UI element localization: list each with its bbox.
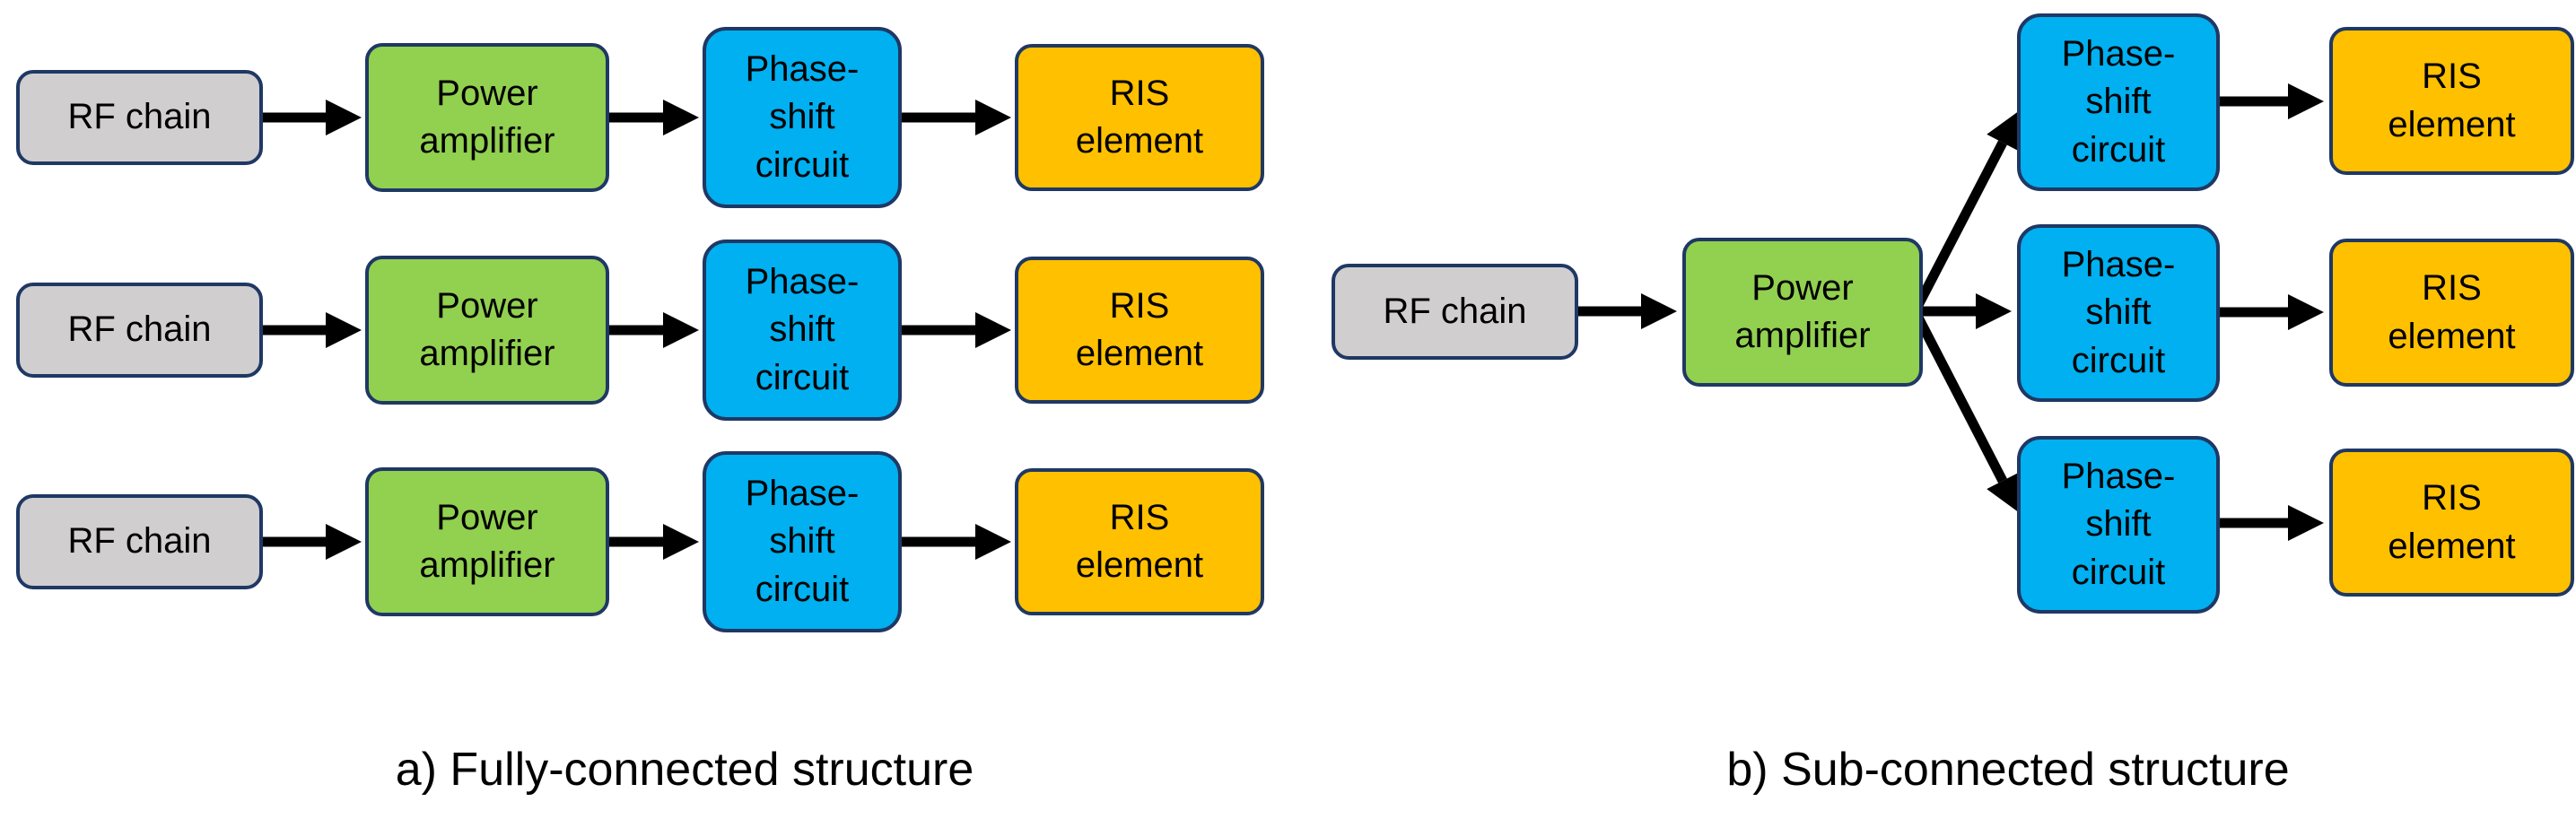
phase-shift-circuit-label: Phase- shift circuit	[745, 474, 860, 609]
ris-element-box: RIS element	[2329, 449, 2574, 597]
power-amplifier-label: Power amplifier	[419, 497, 555, 585]
power-amplifier-label: Power amplifier	[419, 285, 555, 373]
ris-element-box: RIS element	[1015, 257, 1264, 404]
power-amplifier-box: Power amplifier	[365, 256, 609, 405]
rf-chain-label: RF chain	[1383, 291, 1527, 331]
rf-chain-box: RF chain	[16, 494, 263, 589]
phase-shift-circuit-label: Phase- shift circuit	[745, 262, 860, 397]
arrow-pa-to-ps-top	[1913, 110, 2020, 309]
phase-shift-circuit-label: Phase- shift circuit	[745, 49, 860, 185]
phase-shift-circuit-box: Phase- shift circuit	[2017, 224, 2220, 402]
phase-shift-circuit-box: Phase- shift circuit	[2017, 13, 2220, 191]
ris-element-label: RIS element	[2388, 478, 2516, 566]
power-amplifier-label: Power amplifier	[1734, 267, 1871, 355]
ris-element-label: RIS element	[1075, 497, 1204, 585]
phase-shift-circuit-box: Phase- shift circuit	[703, 451, 902, 632]
ris-element-label: RIS element	[1075, 73, 1204, 161]
caption-fully-connected: a) Fully-connected structure	[395, 744, 974, 796]
ris-element-box: RIS element	[1015, 468, 1264, 615]
rf-chain-label: RF chain	[67, 309, 212, 350]
phase-shift-circuit-label: Phase- shift circuit	[2061, 457, 2176, 592]
caption-sub-connected: b) Sub-connected structure	[1726, 744, 2290, 796]
phase-shift-circuit-box: Phase- shift circuit	[2017, 436, 2220, 614]
ris-element-box: RIS element	[1015, 44, 1264, 191]
rf-chain-box: RF chain	[16, 70, 263, 165]
ris-element-label: RIS element	[1075, 285, 1204, 373]
rf-chain-box: RF chain	[1332, 264, 1578, 360]
phase-shift-circuit-label: Phase- shift circuit	[2061, 245, 2176, 380]
arrow-pa-to-ps-bottom	[1913, 313, 2020, 513]
ris-element-label: RIS element	[2388, 268, 2516, 356]
power-amplifier-box: Power amplifier	[365, 43, 609, 192]
power-amplifier-box: Power amplifier	[365, 467, 609, 616]
power-amplifier-box: Power amplifier	[1682, 238, 1923, 387]
ris-element-label: RIS element	[2388, 57, 2516, 144]
phase-shift-circuit-box: Phase- shift circuit	[703, 27, 902, 208]
phase-shift-circuit-label: Phase- shift circuit	[2061, 34, 2176, 170]
phase-shift-circuit-box: Phase- shift circuit	[703, 240, 902, 421]
ris-element-box: RIS element	[2329, 239, 2574, 387]
ris-element-box: RIS element	[2329, 27, 2574, 175]
rf-chain-label: RF chain	[67, 521, 212, 562]
power-amplifier-label: Power amplifier	[419, 73, 555, 161]
rf-chain-box: RF chain	[16, 283, 263, 378]
rf-chain-label: RF chain	[67, 97, 212, 137]
